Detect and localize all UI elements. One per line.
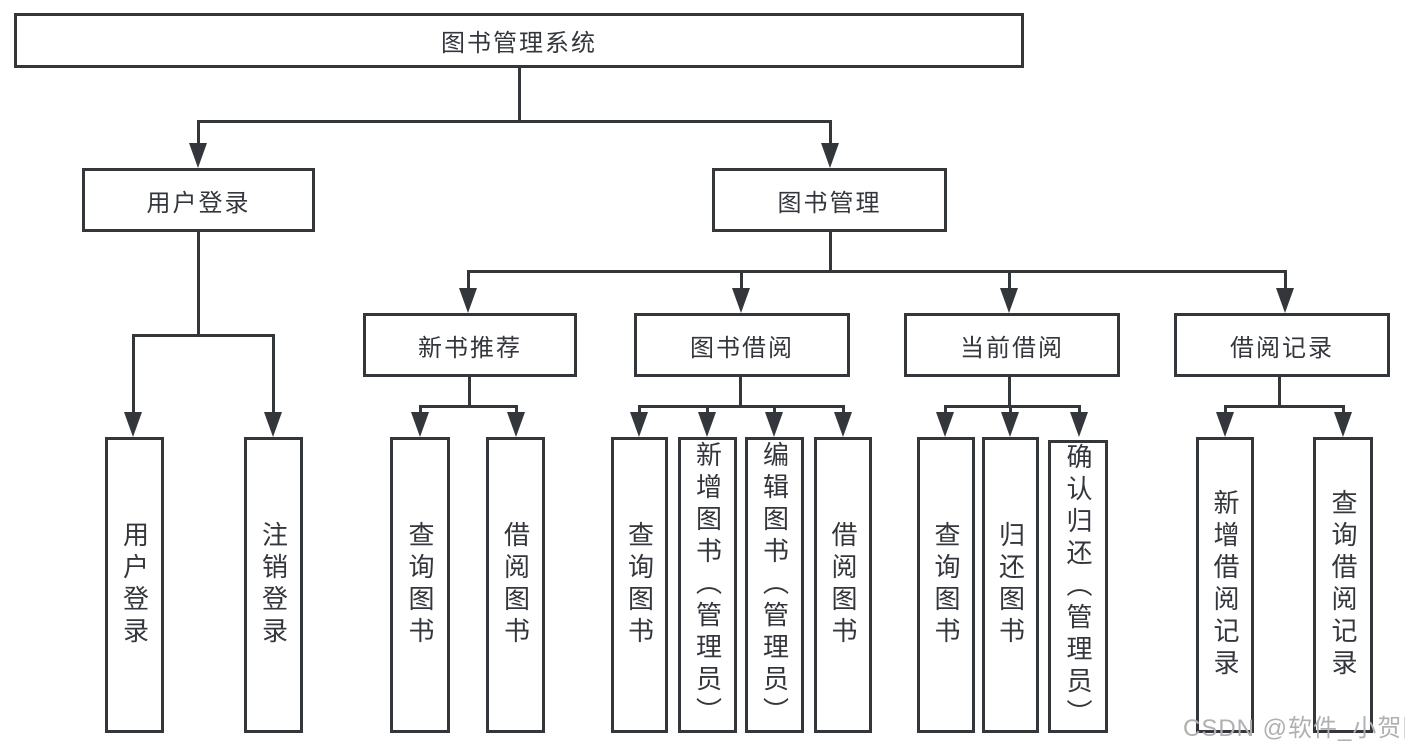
leaf-user-login: 用户登录 <box>105 437 164 733</box>
connector-user-login-stem <box>197 231 200 337</box>
arrow-to-query-books-3 <box>936 405 954 437</box>
node-book-borrow: 图书借阅 <box>634 313 850 377</box>
connector-book-management-stem <box>829 231 832 273</box>
leaf-add-books-admin: 新增图书（管理员） <box>678 437 737 733</box>
arrow-to-book-borrow <box>732 270 750 313</box>
leaf-return-books: 归还图书 <box>982 437 1039 733</box>
arrow-to-confirm-return <box>1070 405 1088 437</box>
arrow-to-query-books-2 <box>630 405 648 437</box>
node-current-borrow: 当前借阅 <box>904 313 1120 377</box>
leaf-query-books-3: 查询图书 <box>917 437 975 733</box>
arrow-to-current-borrow <box>1000 270 1018 313</box>
leaf-logout-login: 注销登录 <box>244 437 303 733</box>
leaf-query-books-1-label: 查询图书 <box>405 521 435 649</box>
leaf-add-borrow-record: 新增借阅记录 <box>1196 437 1254 733</box>
connector-new-book-rail <box>419 405 518 408</box>
connector-book-borrow-rail <box>638 405 845 408</box>
leaf-borrow-books-2-label: 借阅图书 <box>828 521 858 649</box>
leaf-borrow-books-2: 借阅图书 <box>814 437 872 733</box>
leaf-confirm-return-admin-label: 确认归还（管理员） <box>1063 443 1093 731</box>
node-book-management: 图书管理 <box>712 168 947 232</box>
leaf-query-books-2: 查询图书 <box>611 437 668 733</box>
connector-level2-rail <box>197 120 832 123</box>
arrow-to-add-books <box>698 405 716 437</box>
node-user-login: 用户登录 <box>82 168 315 232</box>
leaf-query-books-3-label: 查询图书 <box>931 521 961 649</box>
arrow-to-query-books-1 <box>411 405 429 437</box>
connector-user-login-rail <box>132 334 275 337</box>
connector-borrow-records-rail <box>1224 405 1345 408</box>
leaf-return-books-label: 归还图书 <box>995 521 1026 649</box>
leaf-query-books-2-label: 查询图书 <box>624 521 655 649</box>
leaf-confirm-return-admin: 确认归还（管理员） <box>1048 440 1108 733</box>
connector-book-borrow-stem <box>739 376 742 408</box>
arrow-to-return-books <box>1001 405 1019 437</box>
node-new-book-recommend: 新书推荐 <box>363 313 577 377</box>
arrow-to-new-book-recommend <box>459 270 477 313</box>
connector-root-stem <box>518 66 521 123</box>
arrow-to-book-management <box>821 120 839 168</box>
arrow-to-borrow-books-2 <box>834 405 852 437</box>
leaf-edit-books-admin: 编辑图书（管理员） <box>745 437 804 733</box>
arrow-to-user-login <box>189 120 207 168</box>
arrow-to-leaf-logout <box>264 334 282 437</box>
leaf-query-borrow-record: 查询借阅记录 <box>1313 437 1373 733</box>
arrow-to-borrow-books-1 <box>507 405 525 437</box>
connector-current-borrow-rail <box>944 405 1081 408</box>
arrow-to-add-borrow-record <box>1216 405 1234 437</box>
arrow-to-query-borrow-record <box>1334 405 1352 437</box>
connector-current-borrow-stem <box>1008 376 1011 408</box>
node-borrow-records: 借阅记录 <box>1174 313 1390 377</box>
leaf-user-login-label: 用户登录 <box>119 521 150 649</box>
leaf-add-books-admin-label: 新增图书（管理员） <box>692 441 723 729</box>
arrow-to-leaf-user-login <box>124 334 142 437</box>
leaf-logout-login-label: 注销登录 <box>258 521 289 649</box>
node-library-management-system: 图书管理系统 <box>14 13 1024 68</box>
leaf-borrow-books-1-label: 借阅图书 <box>500 521 531 649</box>
leaf-query-books-1: 查询图书 <box>390 437 450 733</box>
leaf-borrow-books-1: 借阅图书 <box>486 437 545 733</box>
arrow-to-borrow-records <box>1276 270 1294 313</box>
connector-level3-rail <box>467 270 1287 273</box>
leaf-add-borrow-record-label: 新增借阅记录 <box>1210 489 1240 681</box>
leaf-edit-books-admin-label: 编辑图书（管理员） <box>759 441 790 729</box>
csdn-watermark: CSDN @软件_小贺同学 <box>1183 715 1405 742</box>
leaf-query-borrow-record-label: 查询借阅记录 <box>1328 489 1358 681</box>
connector-borrow-records-stem <box>1278 376 1281 408</box>
arrow-to-edit-books <box>765 405 783 437</box>
connector-new-book-stem <box>468 376 471 408</box>
